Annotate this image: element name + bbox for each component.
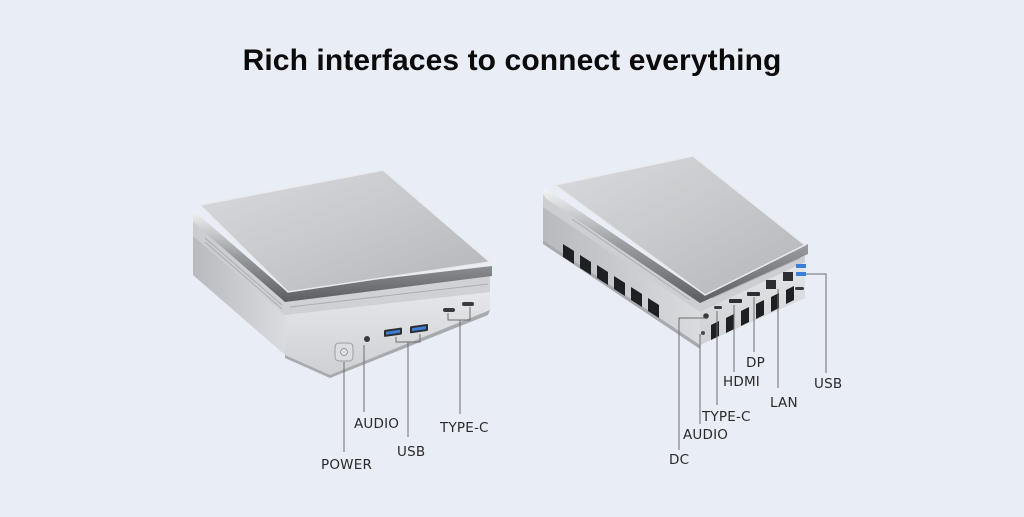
dc-jack-icon — [703, 313, 709, 319]
rear-label-dc: DC — [669, 452, 690, 468]
type-c-ports-icon — [443, 302, 474, 312]
power-button-icon — [334, 342, 354, 362]
front-label-audio: AUDIO — [354, 416, 400, 432]
rear-usb-ports-icon — [795, 264, 806, 290]
rear-device — [543, 155, 827, 450]
audio-jack-icon — [364, 336, 370, 342]
lan-port-1-icon — [766, 280, 776, 289]
front-device — [193, 169, 492, 452]
rear-label-hdmi: HDMI — [723, 374, 760, 390]
rear-label-dp: DP — [746, 355, 765, 371]
rear-label-type-c: TYPE-C — [702, 409, 751, 425]
rear-label-usb: USB — [814, 376, 843, 392]
rear-label-lan: LAN — [770, 395, 798, 411]
rear-leader-lines — [678, 273, 827, 450]
rear-type-c-icon — [714, 306, 722, 309]
front-label-power: POWER — [321, 457, 373, 473]
front-label-usb: USB — [397, 444, 426, 460]
rear-label-audio: AUDIO — [683, 427, 729, 443]
dp-port-icon — [747, 292, 760, 296]
page-title: Rich interfaces to connect everything — [242, 44, 782, 77]
usb-a-ports-icon — [384, 323, 428, 337]
front-leader-lines — [343, 307, 471, 452]
lan-port-2-icon — [783, 272, 793, 281]
side-vents-icon — [563, 244, 659, 318]
hdmi-port-icon — [729, 299, 742, 303]
rear-audio-jack-icon — [701, 331, 705, 335]
front-label-type-c: TYPE-C — [440, 420, 489, 436]
